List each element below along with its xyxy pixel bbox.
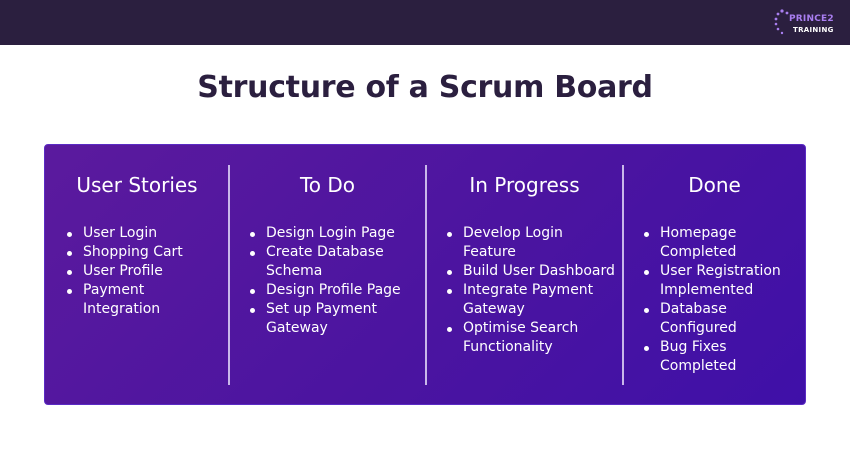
list-item: Set up Payment Gateway [248, 300, 420, 338]
list-item: Create Database Schema [248, 243, 420, 281]
list-item: Integrate Payment Gateway [445, 281, 617, 319]
column-title: In Progress [469, 173, 580, 197]
column-to-do: To Do Design Login Page Create Database … [230, 145, 425, 404]
column-user-stories: User Stories User Login Shopping Cart Us… [45, 145, 229, 404]
column-title: To Do [299, 173, 356, 197]
list-item: User Login [65, 224, 220, 243]
list-item: Design Login Page [248, 224, 420, 243]
top-bar: PRINCE2 TRAINING [0, 0, 850, 45]
list-item: User Registration Implemented [642, 262, 802, 300]
list-item: Develop Login Feature [445, 224, 617, 262]
list-item: Homepage Completed [642, 224, 802, 262]
column-items: Design Login Page Create Database Schema… [248, 224, 420, 338]
column-items: User Login Shopping Cart User Profile Pa… [65, 224, 220, 319]
column-done: Done Homepage Completed User Registratio… [624, 145, 805, 404]
list-item: Design Profile Page [248, 281, 420, 300]
scrum-board: User Stories User Login Shopping Cart Us… [44, 144, 806, 405]
list-item: Bug Fixes Completed [642, 338, 802, 376]
logo-text-training: TRAINING [793, 26, 834, 34]
list-item: Shopping Cart [65, 243, 220, 262]
column-title: Done [688, 173, 741, 197]
column-items: Homepage Completed User Registration Imp… [642, 224, 802, 376]
column-items: Develop Login Feature Build User Dashboa… [445, 224, 617, 357]
column-title: User Stories [76, 173, 198, 197]
list-item: Optimise Search Functionality [445, 319, 617, 357]
prince2-training-logo[interactable]: PRINCE2 TRAINING [774, 8, 844, 38]
list-item: Database Configured [642, 300, 802, 338]
column-divider [425, 165, 427, 385]
column-divider [228, 165, 230, 385]
logo-text-prince2: PRINCE2 [789, 14, 834, 24]
list-item: Payment Integration [65, 281, 220, 319]
column-in-progress: In Progress Develop Login Feature Build … [427, 145, 622, 404]
column-divider [622, 165, 624, 385]
page-title: Structure of a Scrum Board [197, 70, 653, 105]
list-item: User Profile [65, 262, 220, 281]
list-item: Build User Dashboard [445, 262, 617, 281]
logo-dots-icon [774, 9, 789, 35]
